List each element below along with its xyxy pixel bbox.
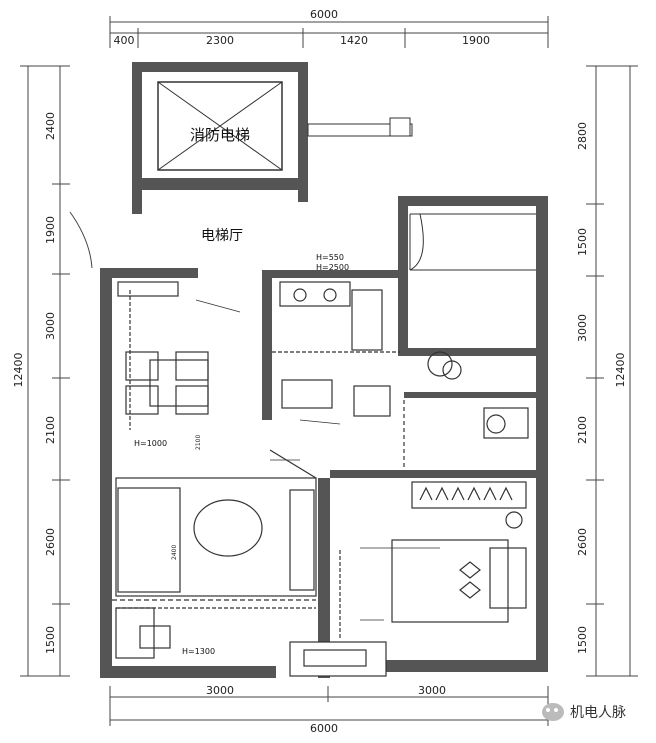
left-seg-6: 1500	[44, 626, 57, 654]
elevator-hall-walls	[132, 184, 308, 214]
right-seg-3: 3000	[576, 314, 589, 342]
apartment-walls	[100, 196, 548, 678]
dining-set	[117, 281, 209, 430]
bottom-total-dim: 6000	[310, 722, 338, 735]
bottom-seg-2: 3000	[418, 684, 446, 697]
bedroom	[339, 481, 527, 640]
h1000-note: H=1000	[134, 439, 167, 448]
bottom-seg-1: 3000	[206, 684, 234, 697]
v2100-note: 2100	[195, 435, 202, 450]
right-seg-6: 1500	[576, 626, 589, 654]
living-room	[112, 449, 317, 601]
elevator-hall-label: 电梯厅	[201, 228, 243, 244]
wechat-logo-icon	[542, 703, 564, 721]
kitchen	[272, 281, 400, 417]
left-seg-2: 1900	[44, 216, 57, 244]
left-seg-4: 2100	[44, 416, 57, 444]
right-seg-4: 2100	[576, 416, 589, 444]
watermark: 机电人脉	[542, 702, 626, 722]
v2400-note: 2400	[171, 545, 178, 560]
left-dimension-lines	[20, 65, 70, 677]
bottom-dimension-lines	[109, 686, 549, 726]
watermark-text: 机电人脉	[570, 705, 626, 721]
hall-door-swing	[69, 211, 93, 269]
top-dimension-lines	[109, 16, 549, 48]
left-seg-3: 3000	[44, 312, 57, 340]
right-total-dim: 12400	[614, 353, 627, 388]
annotation-ticks	[195, 299, 440, 621]
balcony	[409, 213, 536, 271]
left-seg-1: 2400	[44, 112, 57, 140]
right-seg-5: 2600	[576, 528, 589, 556]
h1300-note: H=1300	[182, 647, 215, 656]
right-dimension-lines	[586, 65, 638, 677]
left-seg-5: 2600	[44, 528, 57, 556]
right-seg-1: 2800	[576, 122, 589, 150]
fire-elevator-shaft	[132, 62, 413, 190]
window-niche	[289, 641, 387, 677]
h2500-note: H=2500	[316, 263, 349, 272]
bathroom	[403, 351, 529, 470]
entry-closet	[115, 607, 316, 659]
top-seg-3: 1420	[340, 34, 368, 47]
h550-note: H=550	[316, 253, 344, 262]
fire-elevator-label: 消防电梯	[190, 126, 250, 144]
left-total-dim: 12400	[12, 353, 25, 388]
right-seg-2: 1500	[576, 228, 589, 256]
top-seg-2: 2300	[206, 34, 234, 47]
top-seg-4: 1900	[462, 34, 490, 47]
top-total-dim: 6000	[310, 8, 338, 21]
top-seg-1: 400	[114, 34, 135, 47]
